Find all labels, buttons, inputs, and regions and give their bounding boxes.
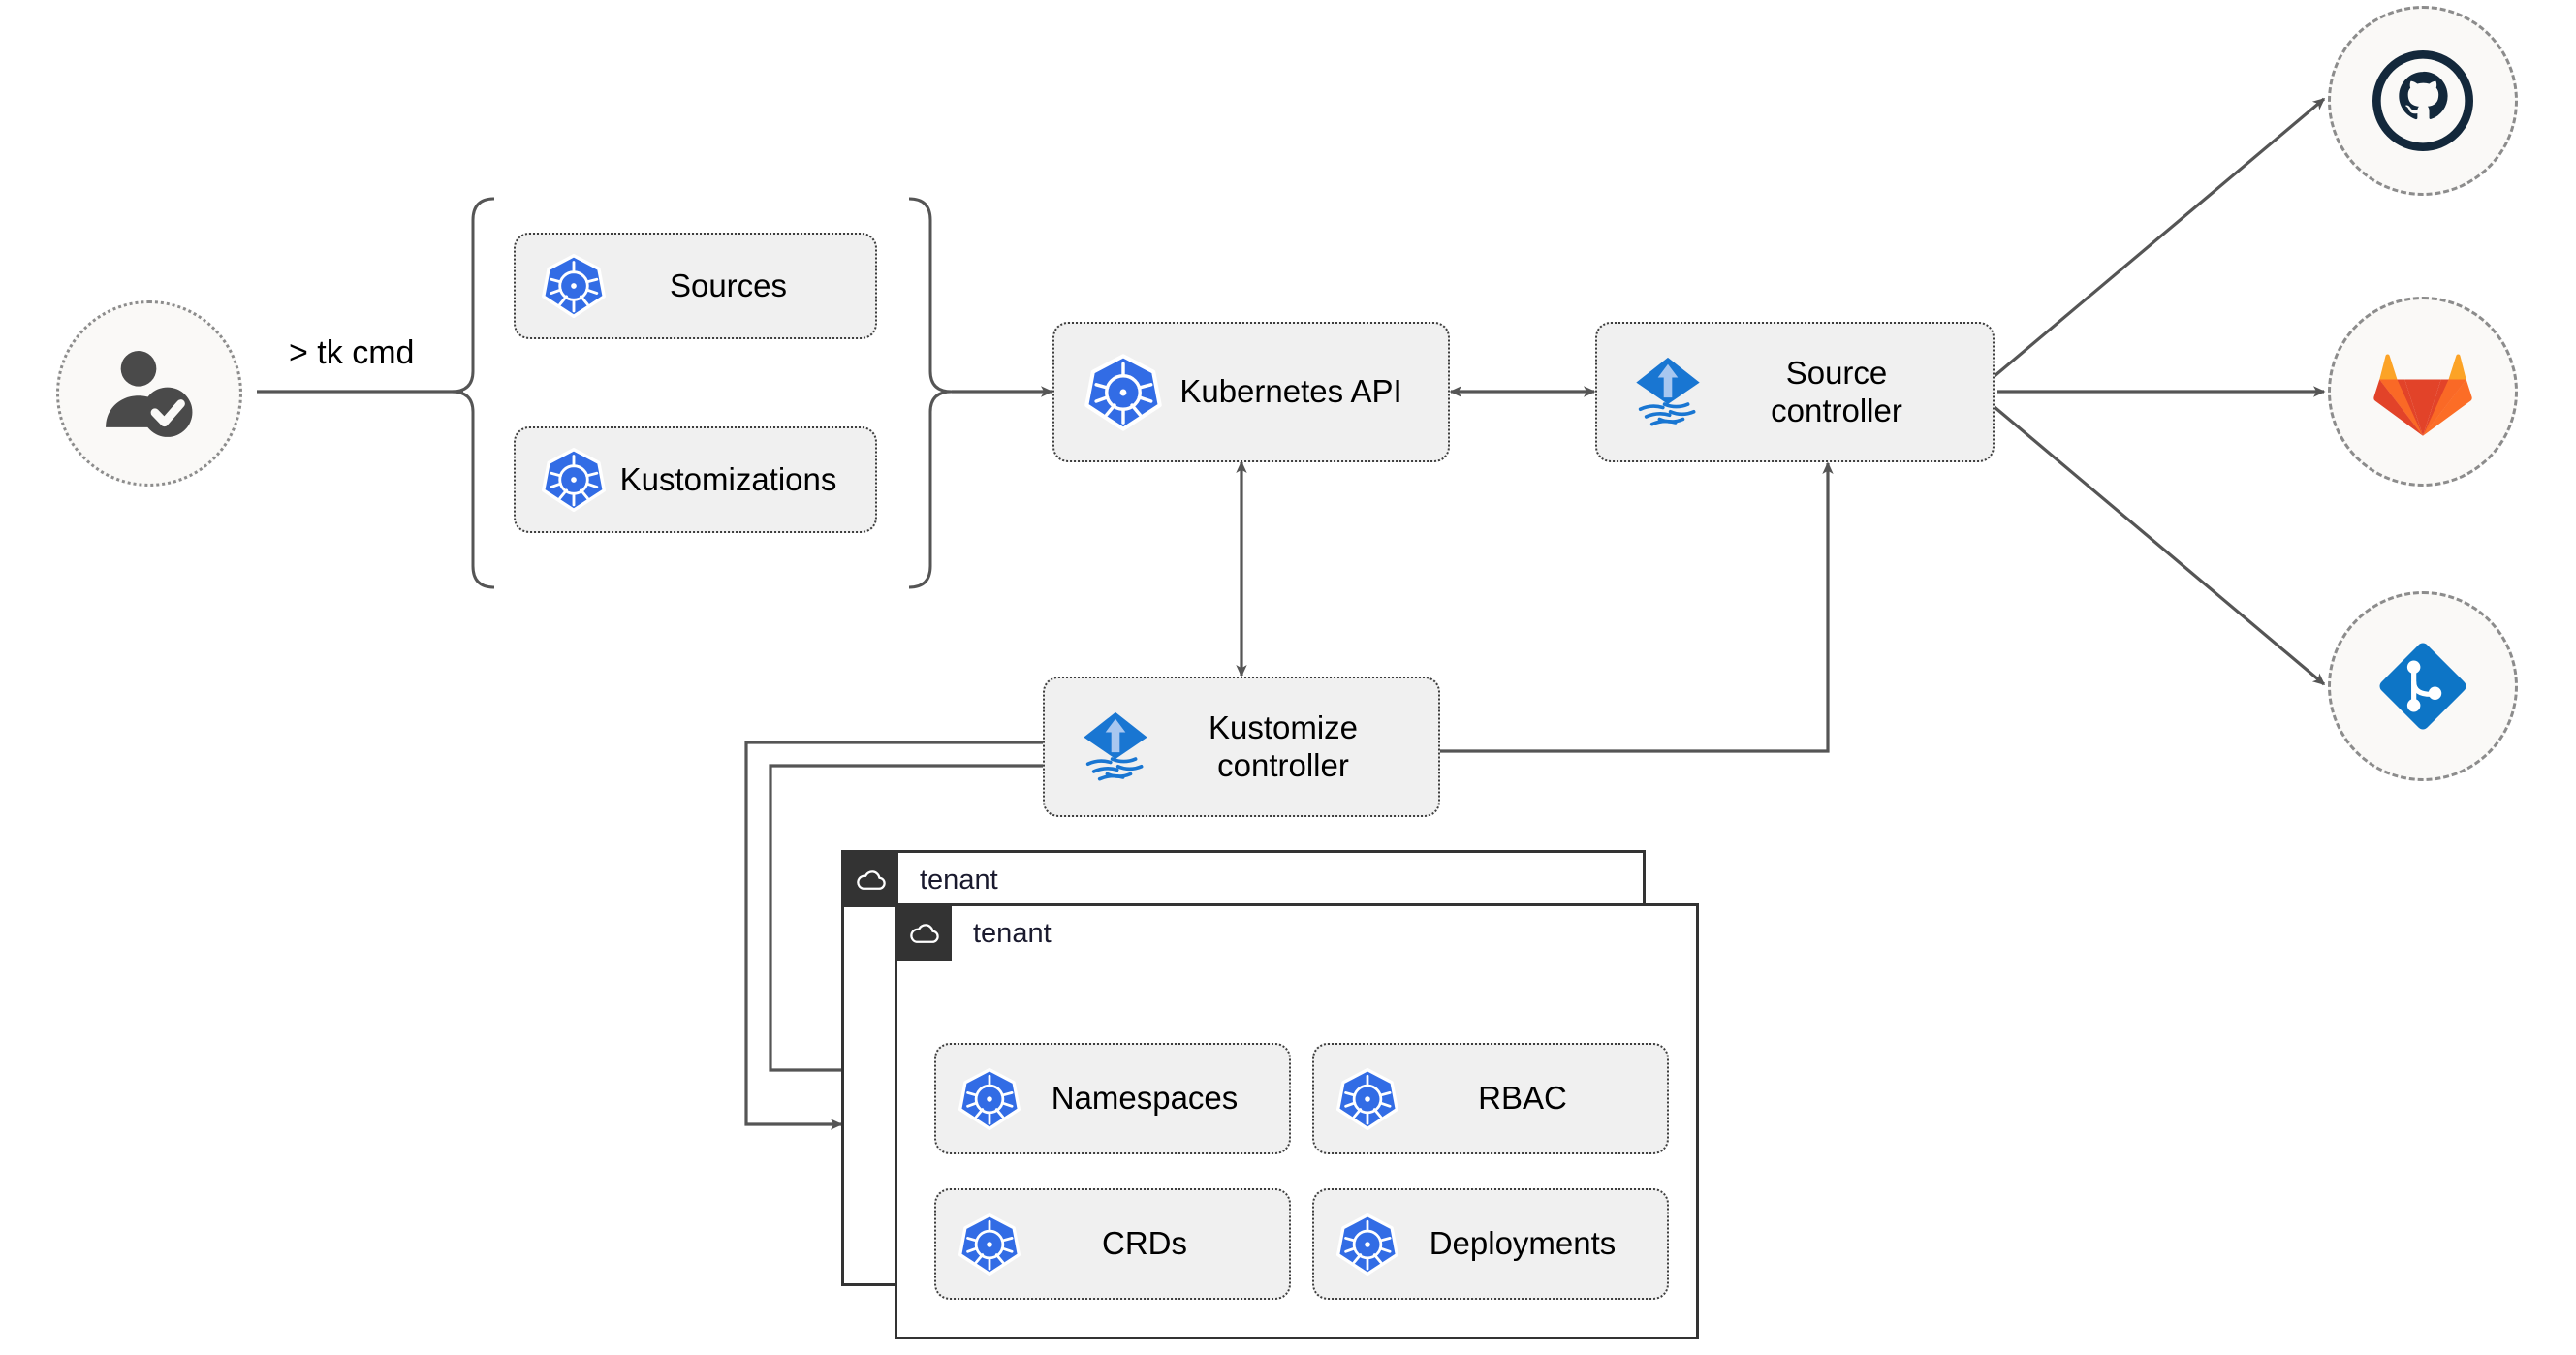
github-icon: [2372, 50, 2473, 151]
cloud-icon-badge: [897, 906, 952, 961]
user-verified-icon: [106, 351, 193, 437]
git-provider-github[interactable]: [2328, 6, 2518, 196]
gitlab-icon: [2373, 354, 2472, 436]
tile-label: CRDs: [1102, 1225, 1187, 1262]
tenant-resource-rbac[interactable]: RBAC: [1312, 1043, 1669, 1154]
kubernetes-api-node[interactable]: Kubernetes API: [1052, 322, 1450, 462]
kubernetes-icon: [958, 1067, 1021, 1130]
tenant-resource-crds[interactable]: CRDs: [934, 1188, 1291, 1300]
tenant-label: tenant: [973, 917, 1052, 949]
resource-box-kustomizations[interactable]: Kustomizations: [514, 426, 877, 533]
kubernetes-icon: [1084, 353, 1162, 431]
kubernetes-icon: [1335, 1213, 1399, 1276]
tenant-panel-front[interactable]: tenant Namespaces: [895, 903, 1699, 1339]
edge-source-to-github: [1993, 97, 2326, 378]
tenant-header: tenant: [897, 906, 1052, 961]
command-label: > tk cmd: [289, 334, 415, 371]
bracket-left: [451, 197, 495, 589]
node-label: Kubernetes API: [1179, 373, 1402, 410]
cloud-icon: [857, 870, 886, 890]
tile-label: Namespaces: [1051, 1080, 1239, 1117]
edge-kustomize-to-source-controller: [1439, 461, 1834, 753]
kubernetes-icon: [958, 1213, 1021, 1276]
resource-box-sources[interactable]: Sources: [514, 233, 877, 339]
source-controller-node[interactable]: Source controller: [1595, 322, 1995, 462]
kubernetes-icon: [542, 254, 606, 318]
git-provider-gitlab[interactable]: [2328, 297, 2518, 487]
node-label: Source controller: [1771, 354, 1902, 428]
actor-avatar: [56, 300, 242, 487]
cloud-icon-badge: [844, 853, 898, 907]
flux-icon: [1084, 711, 1147, 780]
azure-devops-git-icon: [2379, 643, 2466, 730]
resource-label: Kustomizations: [619, 460, 837, 497]
kubernetes-icon: [542, 448, 606, 512]
kubernetes-icon: [1335, 1067, 1399, 1130]
cloud-icon: [910, 924, 939, 943]
resource-label: Sources: [669, 267, 788, 303]
tile-label: RBAC: [1478, 1080, 1567, 1117]
tenant-resource-namespaces[interactable]: Namespaces: [934, 1043, 1291, 1154]
git-provider-azure-devops[interactable]: [2328, 591, 2518, 781]
node-label: Kustomize controller: [1208, 709, 1359, 783]
kustomize-controller-node[interactable]: Kustomize controller: [1043, 677, 1440, 817]
tenant-label: tenant: [920, 864, 998, 896]
edge-source-to-azure-devops: [1993, 405, 2326, 686]
flux-icon: [1636, 357, 1700, 425]
bracket-right: [908, 197, 953, 589]
tenant-header: tenant: [844, 853, 998, 907]
tile-label: Deployments: [1429, 1225, 1617, 1262]
tenant-resource-deployments[interactable]: Deployments: [1312, 1188, 1669, 1300]
